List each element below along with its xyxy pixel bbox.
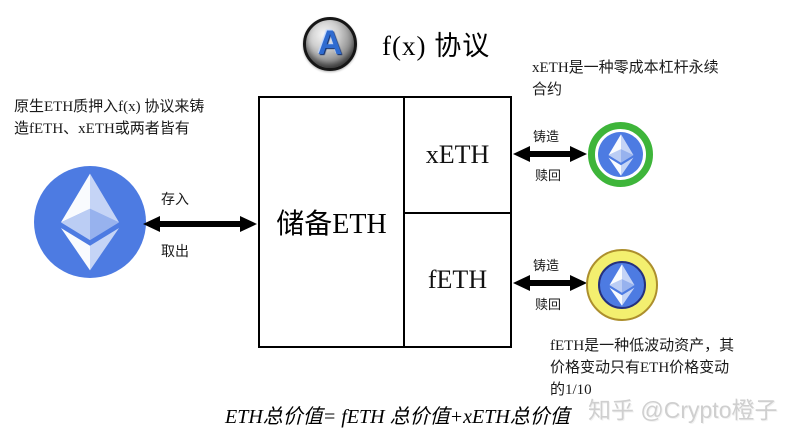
ethereum-diamond-icon	[60, 173, 120, 271]
xeth-cell: xETH	[405, 98, 510, 214]
arrow-right-head	[570, 275, 587, 291]
total-value-formula: ETH总价值= fETH 总价值+xETH总价值	[225, 406, 570, 428]
xeth-mint-label: 铸造	[533, 129, 560, 144]
arrow-left-head	[143, 216, 160, 232]
token-column: xETH fETH	[405, 98, 510, 346]
arrow-shaft	[160, 221, 240, 227]
withdraw-label: 取出	[161, 245, 189, 260]
xeth-redeem-label: 赎回	[535, 168, 562, 183]
arrow-shaft	[530, 151, 570, 157]
note-feth: fETH是一种低波动资产，其 价格变动只有ETH价格变动 的1/10	[550, 338, 735, 398]
feth-token-core	[598, 261, 646, 309]
note-native-eth: 原生ETH质押入f(x) 协议来铸 造fETH、xETH或两者皆有	[14, 99, 205, 137]
reserve-eth-cell: 储备ETH	[260, 98, 405, 346]
arrow-left-head	[513, 146, 530, 162]
arrow-shaft	[530, 280, 570, 286]
arrow-left-head	[513, 275, 530, 291]
zhihu-watermark: 知乎 @Crypto橙子	[588, 397, 778, 423]
feth-mint-redeem-arrow	[513, 275, 587, 291]
xeth-token-core	[598, 132, 643, 177]
xeth-token	[588, 122, 653, 187]
feth-cell: fETH	[427, 265, 488, 294]
page-title: f(x) 协议	[382, 31, 491, 61]
deposit-withdraw-arrow	[143, 216, 257, 232]
feth-token	[586, 249, 658, 321]
reserve-box: 储备ETH xETH fETH	[258, 96, 512, 348]
feth-mint-label: 铸造	[533, 258, 560, 273]
eth-token	[34, 166, 146, 278]
feth-redeem-label: 赎回	[535, 297, 562, 312]
arrow-right-head	[570, 146, 587, 162]
logo-letter: A	[317, 24, 343, 62]
protocol-logo-icon: A	[303, 17, 357, 71]
arrow-right-head	[240, 216, 257, 232]
note-xeth: xETH是一种零成本杠杆永续 合约	[532, 60, 719, 98]
ethereum-diamond-icon	[608, 133, 633, 176]
deposit-label: 存入	[161, 193, 189, 208]
ethereum-diamond-icon	[609, 264, 635, 306]
xeth-mint-redeem-arrow	[513, 146, 587, 162]
